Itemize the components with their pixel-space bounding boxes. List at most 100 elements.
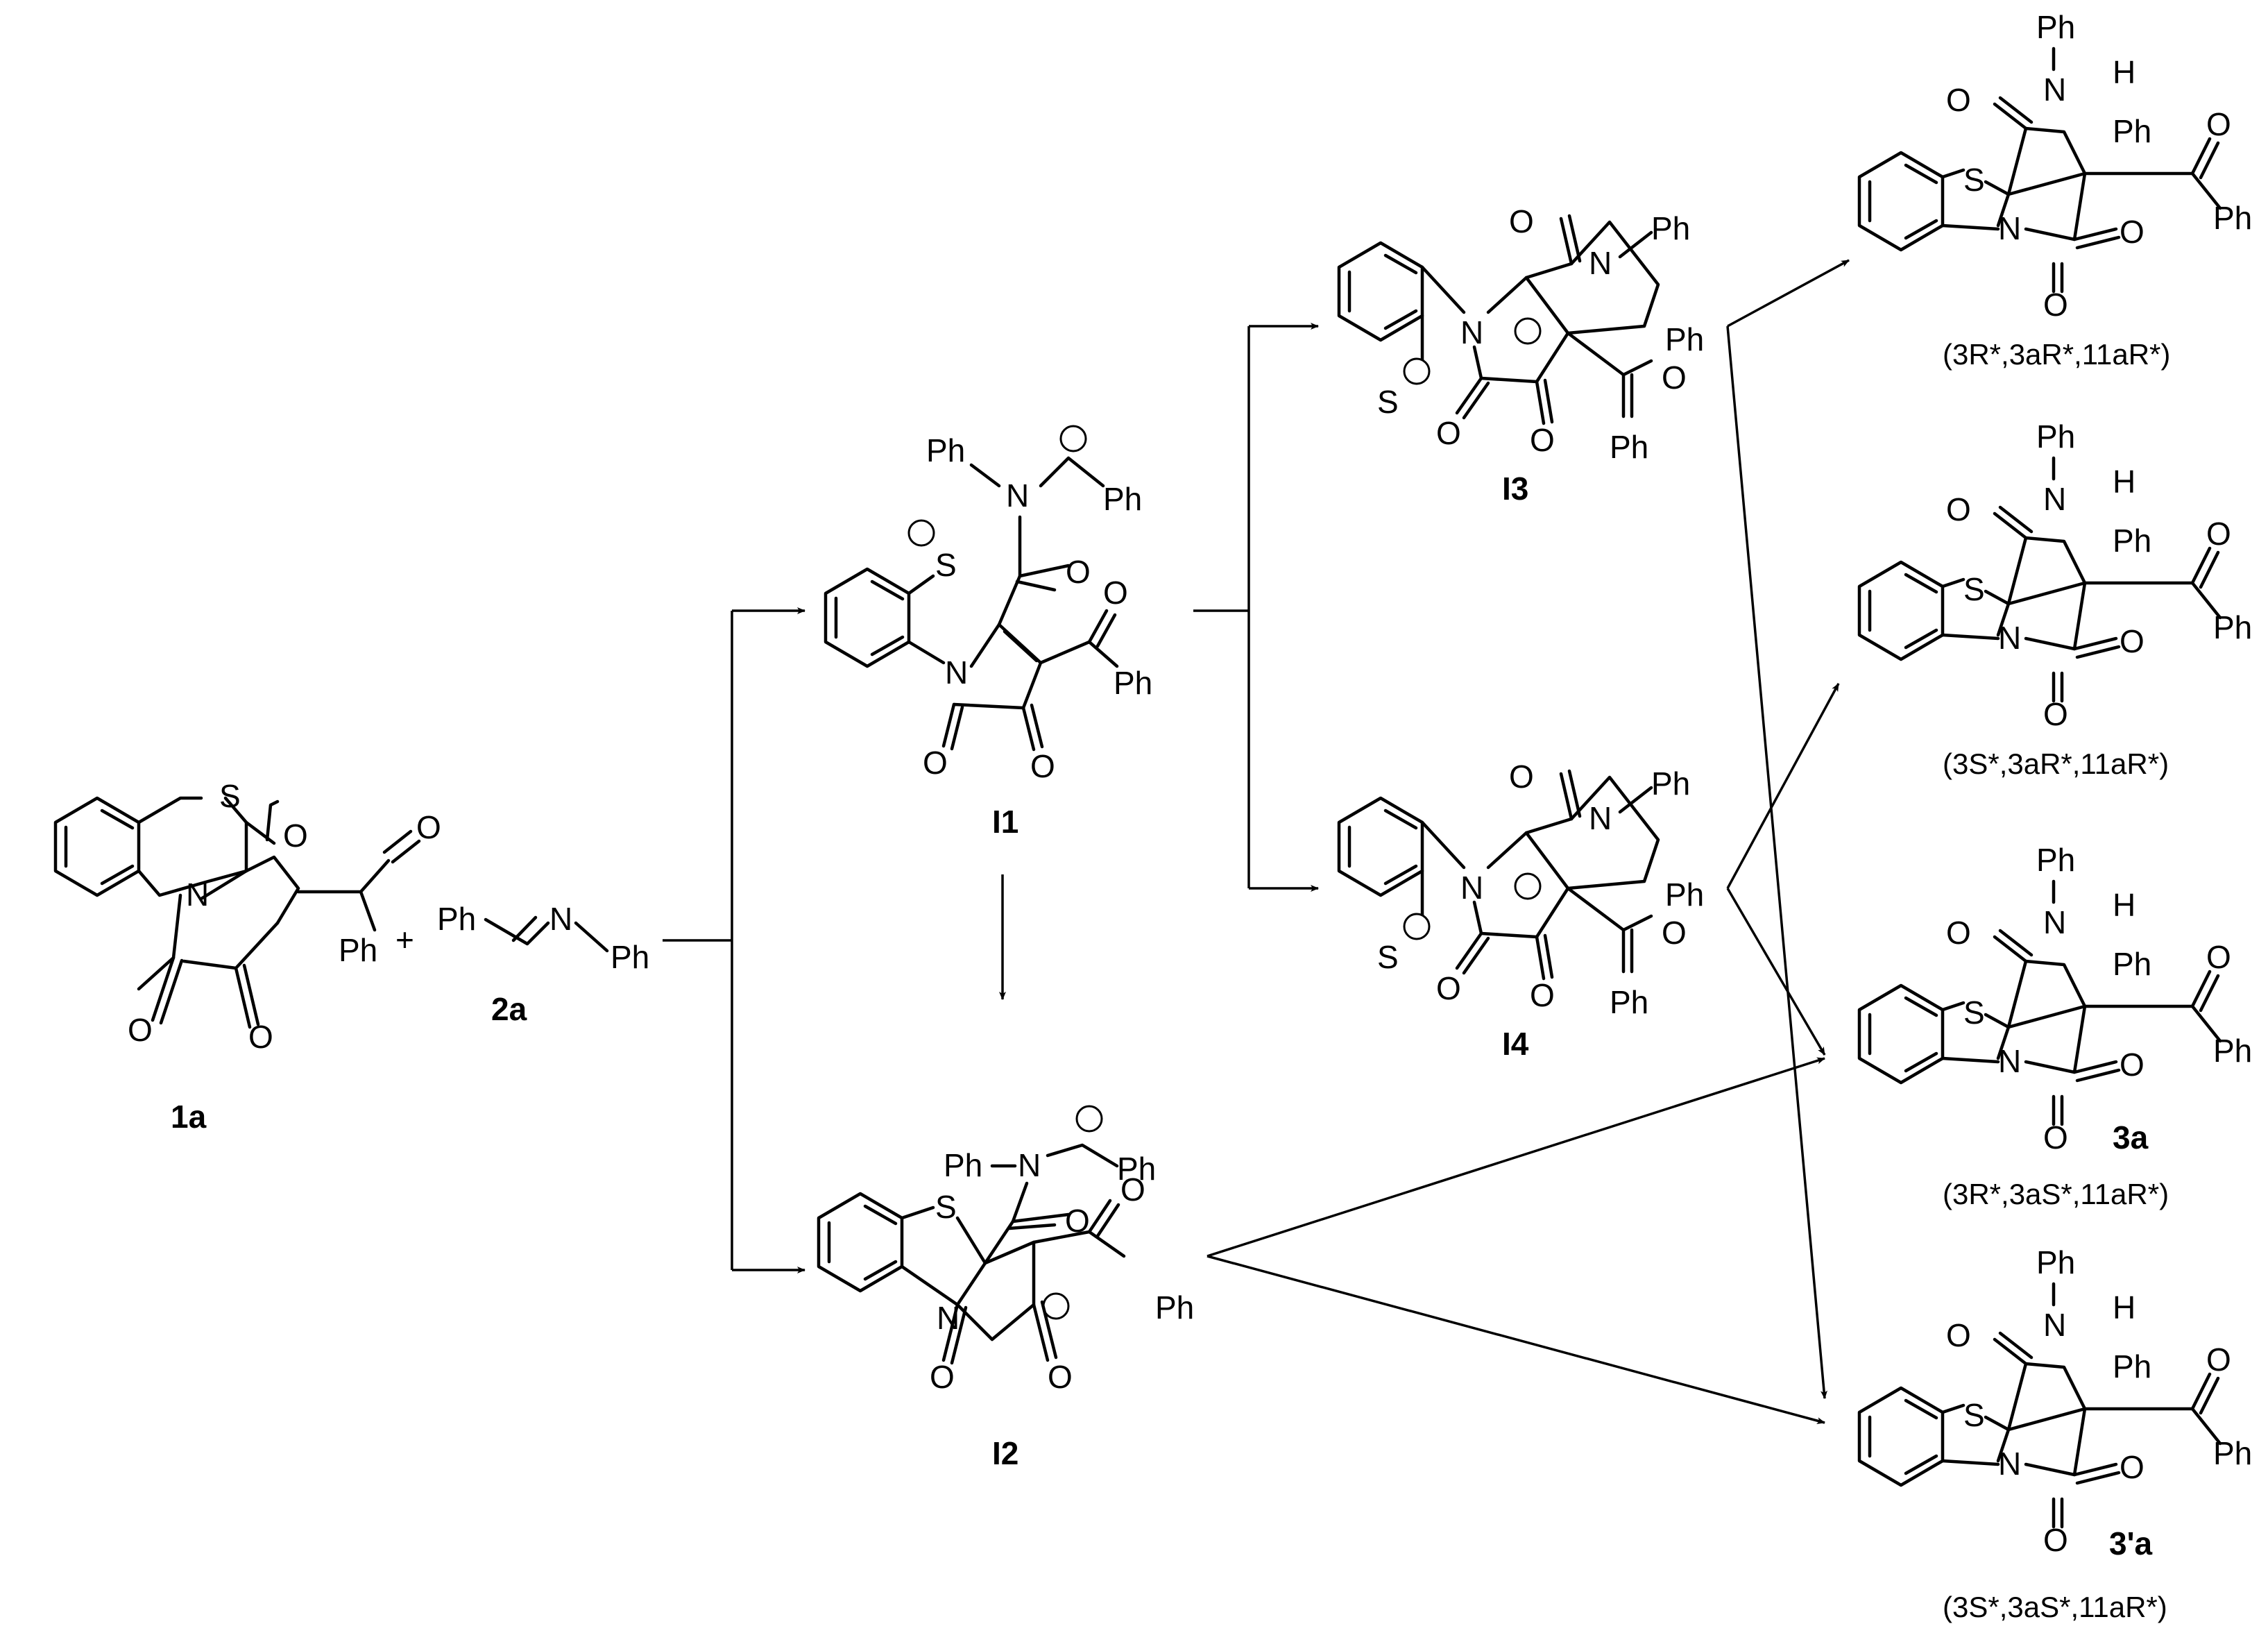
I3-phenyl: Ph [1665, 321, 1704, 357]
I3-nitrogen: N [1460, 314, 1483, 350]
I4-oxygen: O [1436, 970, 1461, 1006]
I1-oxygen: O [1066, 554, 1091, 590]
product-1-oxygen: O [2120, 214, 2145, 250]
I4-oxygen: O [1662, 915, 1687, 951]
product-3prime-a-phenyl: Ph [2113, 1348, 2151, 1385]
product-3prime-a-phenyl: Ph [2036, 1244, 2075, 1280]
compound-1a-sulfur: S [219, 778, 241, 814]
product-3S-3aR-11aR: S N O N Ph H Ph O Ph O O (3S*,3aR*,11aR*… [1857, 418, 2252, 780]
I2-phenyl: Ph [1155, 1289, 1194, 1326]
product-3a-stereodescriptor: (3R*,3aS*,11aR*) [1943, 1178, 2169, 1210]
product-1-oxygen: O [1946, 82, 1971, 118]
I3-phenyl: Ph [1610, 429, 1648, 465]
product-3a-oxygen: O [1946, 915, 1971, 951]
product-3a-oxygen: O [2120, 1047, 2145, 1083]
I3-nitrogen: N [1589, 245, 1612, 281]
product-3prime-a-sulfur: S [1963, 1397, 1985, 1433]
I2-phenyl: Ph [944, 1147, 982, 1183]
I1-label: I1 [992, 804, 1018, 840]
I1-oxygen: O [923, 745, 948, 781]
I4-phenyl: Ph [1610, 984, 1648, 1020]
product-3prime-a-oxygen: O [2206, 1341, 2231, 1378]
I3-sulfur: S [1377, 384, 1399, 420]
arrow-I4-to-product-2 [1726, 683, 1840, 889]
intermediate-I3: S − N + O N Ph Ph O Ph O O I3 [1337, 203, 1704, 507]
I4-label: I4 [1502, 1026, 1529, 1062]
I2-sulfur: S [935, 1189, 957, 1225]
product-3prime-a: S N O N Ph H Ph O Ph O O 3'a (3S*,3aS*,1… [1857, 1244, 2252, 1623]
product-1-stereodescriptor: (3R*,3aR*,11aR*) [1943, 338, 2170, 371]
product-3prime-a-hydrogen: H [2113, 1289, 2135, 1326]
I3-oxygen: O [1436, 415, 1461, 451]
product-2-oxygen: O [2120, 623, 2145, 659]
I2-label: I2 [992, 1435, 1018, 1471]
I2-oxygen: O [930, 1359, 955, 1395]
I3-oxygen: O [1530, 422, 1555, 458]
compound-1a: S O N O O O Ph 1a [53, 778, 441, 1135]
product-1-oxygen: O [2043, 287, 2068, 323]
I2-nitrogen-amide: N [1018, 1147, 1041, 1183]
product-2-phenyl: Ph [2213, 609, 2252, 645]
product-3prime-a-stereodescriptor: (3S*,3aS*,11aR*) [1943, 1591, 2167, 1623]
product-3prime-a-label: 3'a [2109, 1525, 2153, 1561]
I4-charge-ring [1514, 872, 1542, 900]
reaction-arrows [663, 259, 1850, 1424]
product-3a-hydrogen: H [2113, 887, 2135, 923]
plus-sign: + [395, 922, 414, 958]
I4-sulfur: S [1377, 939, 1399, 975]
I3-label: I3 [1502, 471, 1528, 507]
I1-nitrogen: N [945, 654, 968, 691]
I1-phenyl: Ph [926, 432, 965, 468]
product-1-phenyl: Ph [2113, 113, 2151, 149]
compound-1a-phenyl: Ph [339, 932, 377, 968]
I2-oxygen: O [1048, 1359, 1073, 1395]
I3-phenyl: Ph [1651, 210, 1690, 246]
compound-1a-oxygen: O [416, 809, 441, 845]
arrow-I3-to-product-4 [1726, 325, 1827, 1399]
intermediate-I4: S − N + O N Ph Ph O Ph O O I4 [1337, 759, 1704, 1062]
product-3a-phenyl: Ph [2213, 1033, 2252, 1069]
I3-oxygen: O [1509, 203, 1534, 239]
product-3a-nitrogen: N [2043, 904, 2066, 940]
product-3prime-a-oxygen: O [2120, 1449, 2145, 1485]
product-1-oxygen: O [2206, 106, 2231, 142]
compound-1a-oxygen: O [248, 1019, 273, 1055]
I1-sulfur: S [935, 547, 957, 583]
product-2-oxygen: O [2206, 516, 2231, 552]
I1-phenyl: Ph [1114, 665, 1152, 701]
product-1-hydrogen: H [2113, 54, 2135, 90]
I1-oxygen: O [1030, 748, 1055, 784]
compound-1a-bonds [53, 796, 421, 1029]
product-3prime-a-oxygen: O [2043, 1522, 2068, 1558]
product-2-hydrogen: H [2113, 464, 2135, 500]
product-3a: S N O N Ph H Ph O Ph O O 3a (3R*,3aS*,11… [1857, 842, 2252, 1210]
I4-oxygen: O [1509, 759, 1534, 795]
I3-oxygen: O [1662, 359, 1687, 396]
I3-charge-ring [1403, 357, 1431, 385]
compound-1a-nitrogen: N [186, 877, 209, 913]
product-2-oxygen: O [1946, 491, 1971, 527]
compound-2a-label: 2a [491, 991, 527, 1027]
I2-charge-ring [1042, 1292, 1070, 1320]
product-1-phenyl: Ph [2213, 200, 2252, 236]
product-1-nitrogen: N [2043, 71, 2066, 108]
product-2-phenyl: Ph [2036, 418, 2075, 455]
I2-charge-ring [1075, 1105, 1103, 1133]
product-1-phenyl: Ph [2036, 9, 2075, 45]
intermediate-I1: S − N O N Ph + Ph O Ph O O I1 [824, 425, 1152, 840]
I4-oxygen: O [1530, 977, 1555, 1013]
product-2-sulfur: S [1963, 571, 1985, 607]
product-3prime-a-nitrogen: N [2043, 1307, 2066, 1343]
product-3a-sulfur: S [1963, 994, 1985, 1031]
compound-2a-phenyl: Ph [611, 939, 649, 975]
product-2-nitrogen: N [2043, 481, 2066, 517]
product-3a-oxygen: O [2206, 939, 2231, 975]
product-2-oxygen: O [2043, 696, 2068, 732]
I1-nitrogen-amide: N [1006, 477, 1029, 514]
arrow-I2-to-product-3 [1207, 1057, 1825, 1258]
product-3a-nitrogen: N [1998, 1043, 2021, 1079]
product-1-sulfur: S [1963, 162, 1985, 198]
product-2-stereodescriptor: (3S*,3aR*,11aR*) [1943, 747, 2169, 780]
arrow-I4-to-product-3 [1726, 888, 1826, 1056]
